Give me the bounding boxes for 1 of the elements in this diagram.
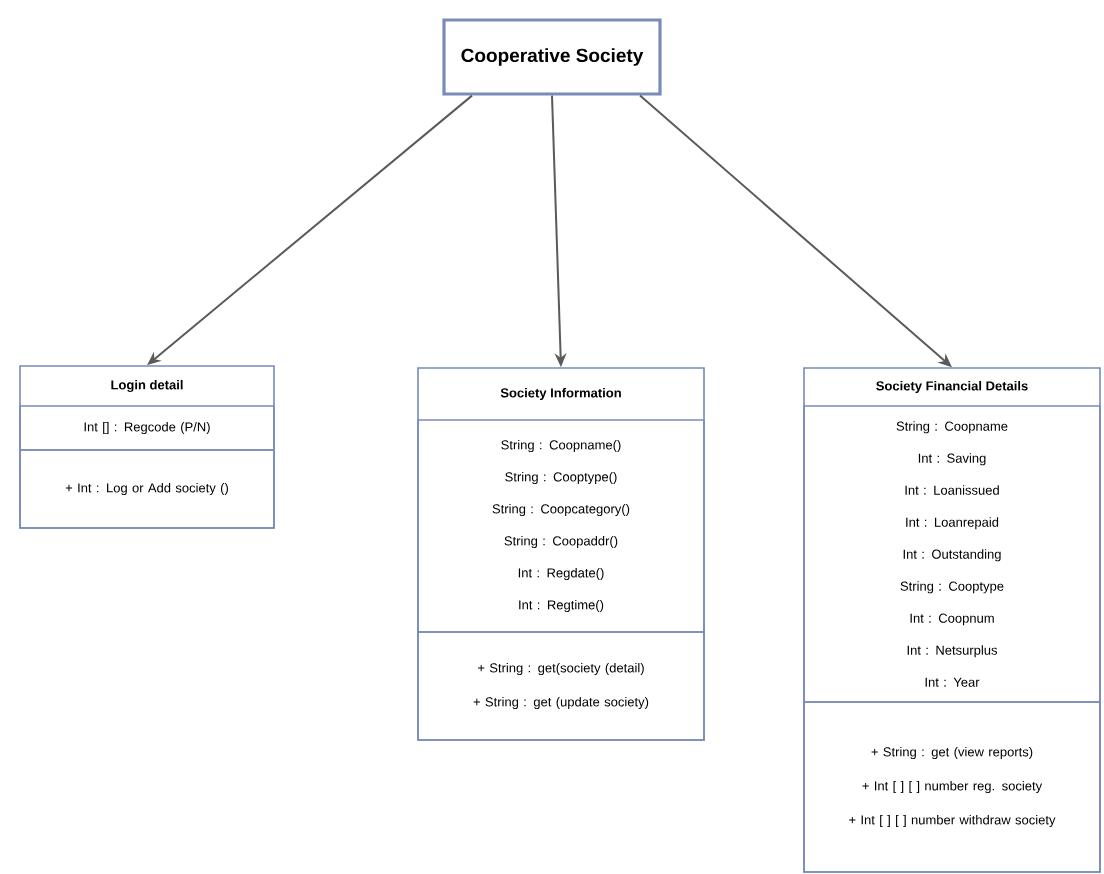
title-box: Cooperative Society xyxy=(442,18,662,96)
